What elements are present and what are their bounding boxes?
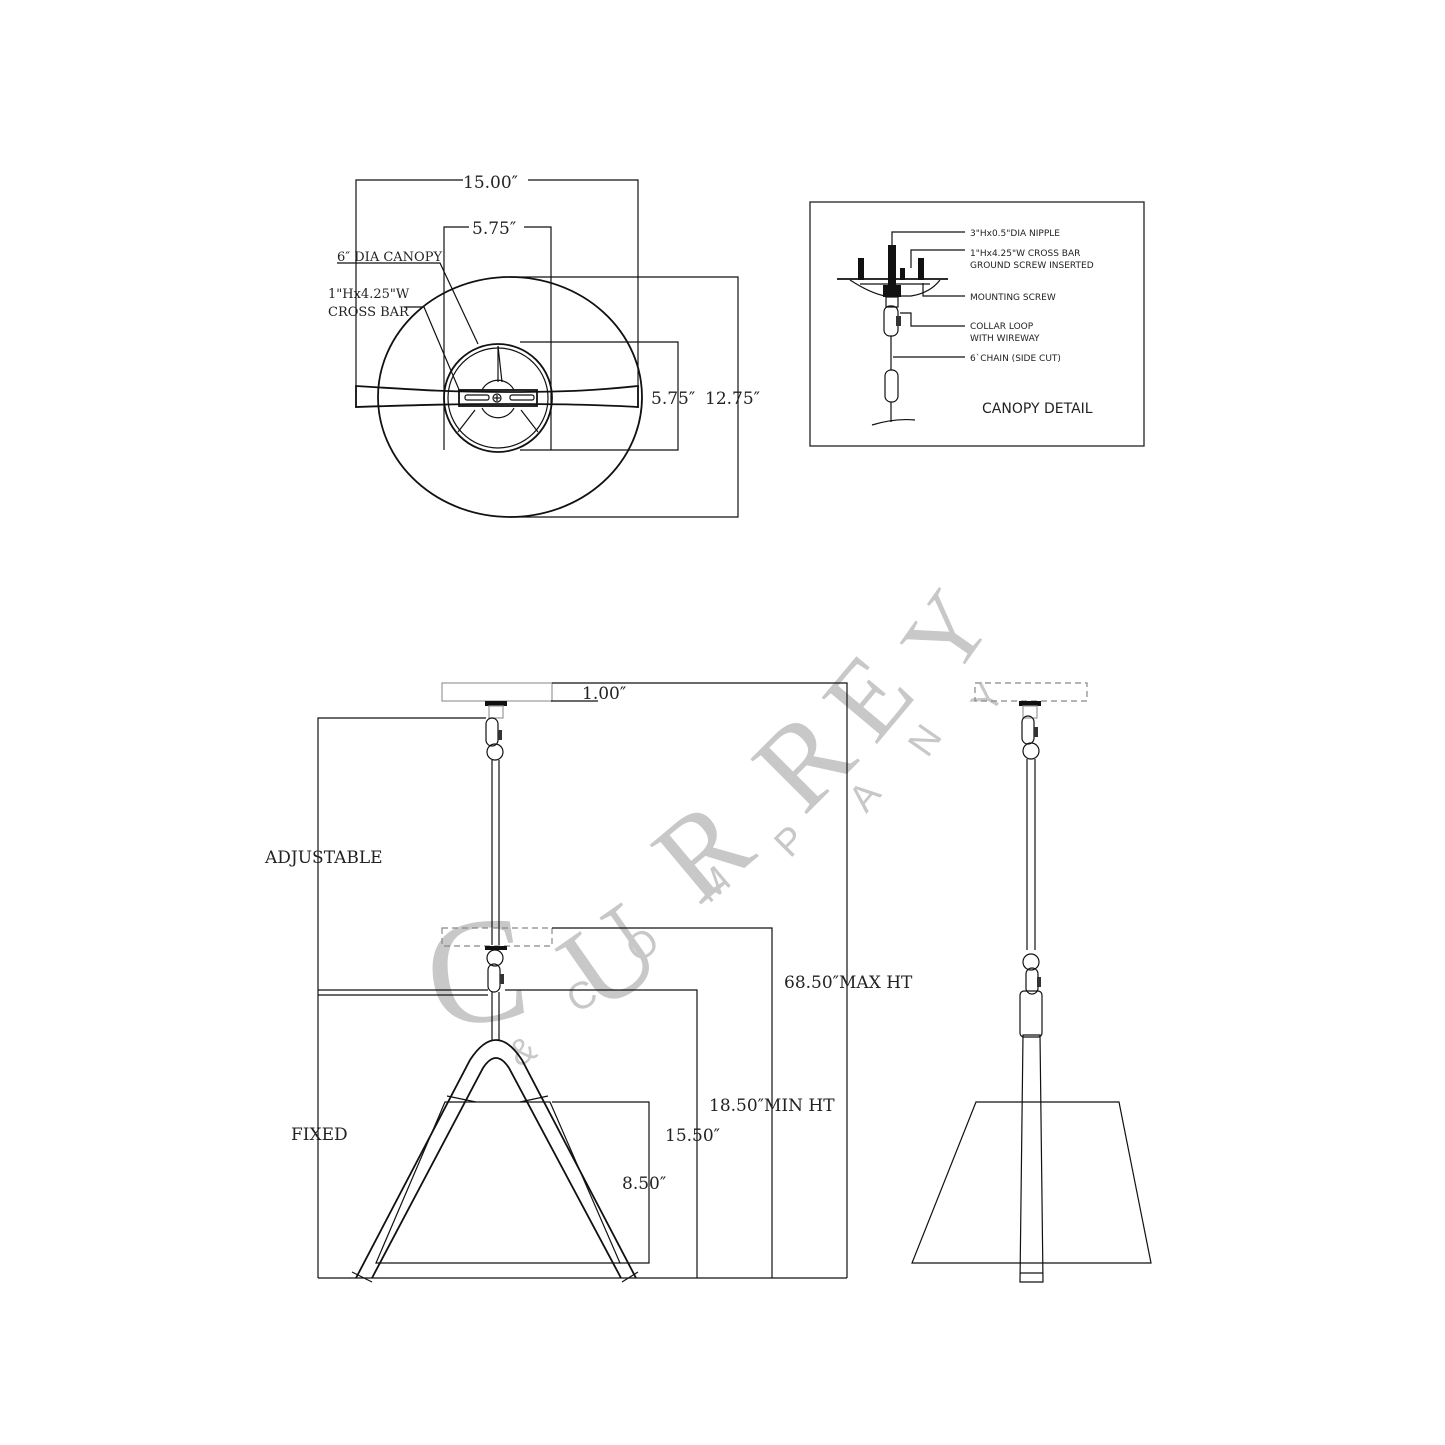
callout-collar-loop: COLLAR LOOP [970,322,1034,332]
dim-overall-depth: 12.75″ [705,389,760,409]
canopy-detail-panel: 3"Hx0.5"DIA NIPPLE 1"Hx4.25"W CROSS BAR … [809,201,1145,447]
watermark-sub-p: P [767,818,815,866]
label-crossbar-line2: CROSS BAR [328,305,410,320]
watermark-letter-r1: R [629,774,776,927]
dim-canopy-height: 1.00″ [582,684,626,704]
callout-nipple: 3"Hx0.5"DIA NIPPLE [970,229,1060,239]
label-fixed: FIXED [291,1125,348,1145]
canopy-detail-title: CANOPY DETAIL [982,401,1093,417]
callout-wireway: WITH WIREWAY [970,334,1040,344]
callout-chain: 6`CHAIN (SIDE CUT) [970,353,1061,364]
callout-ground-screw: GROUND SCREW INSERTED [970,261,1094,271]
callout-crossbar: 1"Hx4.25"W CROSS BAR [970,249,1080,259]
dim-fixture-height: 15.50″ [665,1126,720,1146]
side-view [911,682,1152,1283]
dim-min-height: 18.50″MIN HT [709,1096,835,1116]
dim-max-height: 68.50″MAX HT [784,973,913,993]
top-view: 15.00″ 5.75″ 6″ DIA CANOPY 1"Hx4.25"W [328,173,760,518]
dim-shade-height: 8.50″ [622,1174,666,1194]
label-crossbar-line1: 1"Hx4.25"W [328,287,410,302]
label-adjustable: ADJUSTABLE [264,848,383,868]
dim-canopy-width: 5.75″ [472,219,516,239]
watermark-letter-y: Y [880,571,1012,694]
watermark-letter-c: C [415,883,537,1061]
dim-canopy-height: 5.75″ [651,389,695,409]
watermark: C U R R E Y & C O M P A N Y [415,571,1012,1074]
dim-overall-width: 15.00″ [463,173,518,193]
label-canopy: 6″ DIA CANOPY [337,250,442,265]
callout-mounting-screw: MOUNTING SCREW [970,293,1056,303]
front-view: 1.00″ ADJUSTABLE FIXED [264,682,913,1283]
